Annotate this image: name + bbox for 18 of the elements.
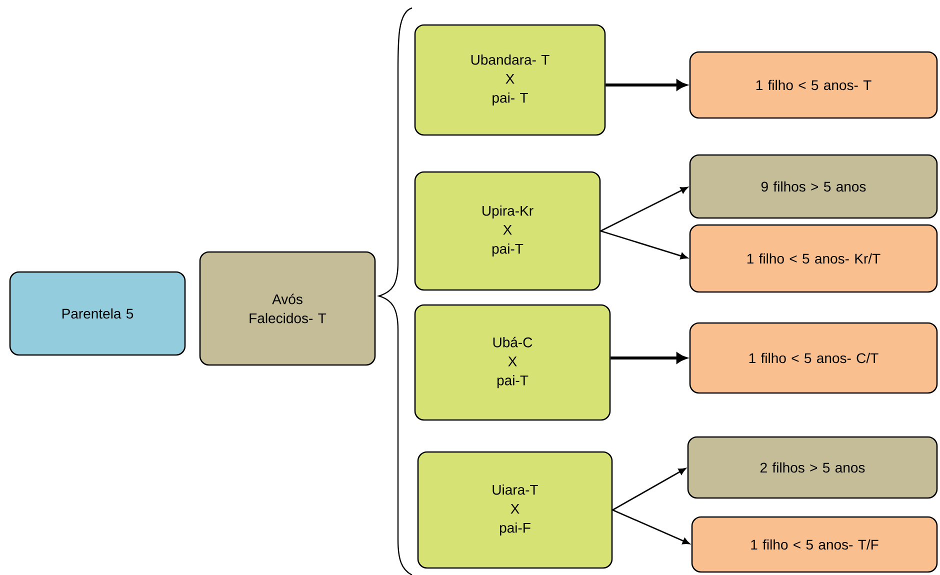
- couple-box: Uiara-T X pai-F: [417, 451, 613, 569]
- arrow: [606, 80, 687, 90]
- arrow: [600, 230, 688, 260]
- child-box: 1 filho < 5 anos- T/F: [691, 516, 938, 573]
- person-box: Parentela 5: [9, 271, 186, 356]
- arrow: [610, 352, 687, 364]
- child-box: 9 filhos > 5 anos: [689, 154, 938, 219]
- group-box: Avós Falecidos- T: [199, 251, 376, 366]
- arrow: [600, 186, 688, 232]
- arrow: [612, 468, 686, 511]
- child-box: 1 filho < 5 anos- T: [689, 51, 938, 119]
- couple-box: Upira-Kr X pai-T: [414, 171, 601, 291]
- couple-box: Ubá-C X pai-T: [414, 304, 611, 421]
- couple-box: Ubandara- T X pai- T: [414, 24, 606, 136]
- child-box: 1 filho < 5 anos- C/T: [689, 322, 938, 394]
- child-box: 2 filhos > 5 anos: [687, 436, 938, 499]
- child-box: 1 filho < 5 anos- Kr/T: [689, 224, 938, 293]
- arrow: [612, 509, 690, 544]
